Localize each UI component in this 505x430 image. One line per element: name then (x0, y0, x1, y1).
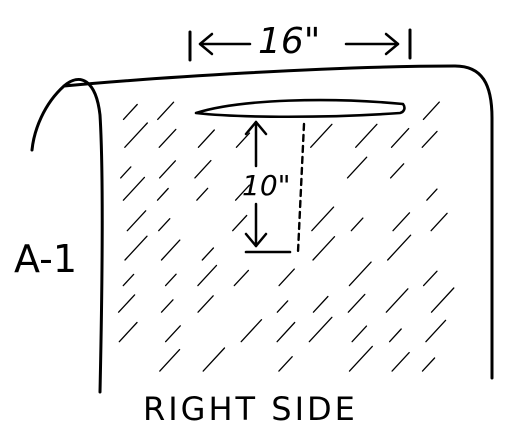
hatch-stroke (390, 127, 410, 148)
hatch-stroke (348, 261, 372, 287)
hatch-stroke (276, 300, 289, 313)
hatch-stroke (159, 348, 181, 372)
hatch-stroke (194, 159, 212, 179)
hatch-stroke (124, 122, 148, 148)
hatch-stroke (120, 166, 132, 179)
hatch-stroke (196, 187, 209, 201)
hatch-stroke (164, 273, 177, 287)
hatch-stroke (158, 160, 177, 179)
hatch-stroke (312, 295, 329, 313)
hatch-stroke (422, 270, 438, 287)
width-arrow-right (344, 32, 400, 56)
hatch-stroke (197, 264, 218, 287)
length-label: 10" (242, 169, 291, 202)
hatch-stroke (158, 128, 177, 148)
hatch-stroke (118, 321, 138, 343)
hatch-stroke (122, 273, 135, 287)
piece-label: A-1 (14, 237, 78, 281)
hatch-stroke (391, 351, 410, 372)
hatch-stroke (278, 268, 295, 287)
hatch-stroke (232, 214, 248, 232)
hatch-stroke (387, 234, 412, 261)
slit-opening (194, 98, 406, 119)
hatch-stroke (350, 217, 364, 232)
side-label: RIGHT SIDE (143, 390, 358, 428)
hatch-stroke (126, 210, 147, 232)
hatch-stroke (310, 123, 333, 148)
width-arrow-left (198, 32, 252, 56)
hatch-stroke (430, 287, 455, 313)
hatch-stroke (233, 269, 250, 287)
hatch-stroke (202, 347, 226, 372)
hatch-stroke (160, 239, 181, 261)
hatch-stroke (122, 176, 146, 201)
hatch-stroke (351, 325, 368, 343)
hatch-stroke (430, 212, 448, 232)
hatch-stroke (425, 319, 447, 343)
hatch-stroke (240, 319, 263, 343)
hatch-stroke (234, 184, 251, 201)
hatch-stroke (389, 163, 405, 179)
hatch-stroke (278, 356, 293, 372)
cut-line (296, 122, 306, 254)
hatch-stroke (201, 247, 215, 261)
hatch-stroke (308, 316, 333, 343)
fabric-outline (30, 64, 494, 394)
hatch-stroke (197, 295, 214, 313)
hatch-stroke (385, 288, 409, 313)
width-label: 16" (258, 21, 321, 62)
length-arrow-up (244, 120, 268, 168)
fabric-hatching (117, 101, 455, 372)
hatch-stroke (276, 321, 296, 343)
hatch-stroke (347, 293, 366, 313)
hatch-stroke (117, 294, 136, 313)
length-arrow-down (244, 202, 268, 248)
hatch-stroke (392, 212, 411, 232)
hatch-stroke (124, 235, 148, 261)
hatch-stroke (421, 130, 438, 148)
hatch-stroke (421, 357, 436, 372)
hatch-stroke (122, 103, 138, 121)
hatch-stroke (164, 325, 181, 343)
hatch-stroke (355, 123, 378, 148)
hatch-stroke (348, 345, 373, 372)
hatch-stroke (426, 188, 438, 201)
hatch-stroke (197, 129, 215, 148)
hatch-stroke (235, 132, 251, 148)
hatch-stroke (156, 187, 169, 201)
hatch-stroke (158, 218, 171, 232)
hatch-stroke (422, 101, 440, 121)
hatch-stroke (160, 299, 174, 313)
hatch-stroke (311, 206, 335, 232)
hatch-stroke (388, 328, 402, 343)
hatch-stroke (157, 101, 175, 121)
hatch-stroke (312, 236, 336, 261)
hatch-stroke (346, 156, 368, 179)
